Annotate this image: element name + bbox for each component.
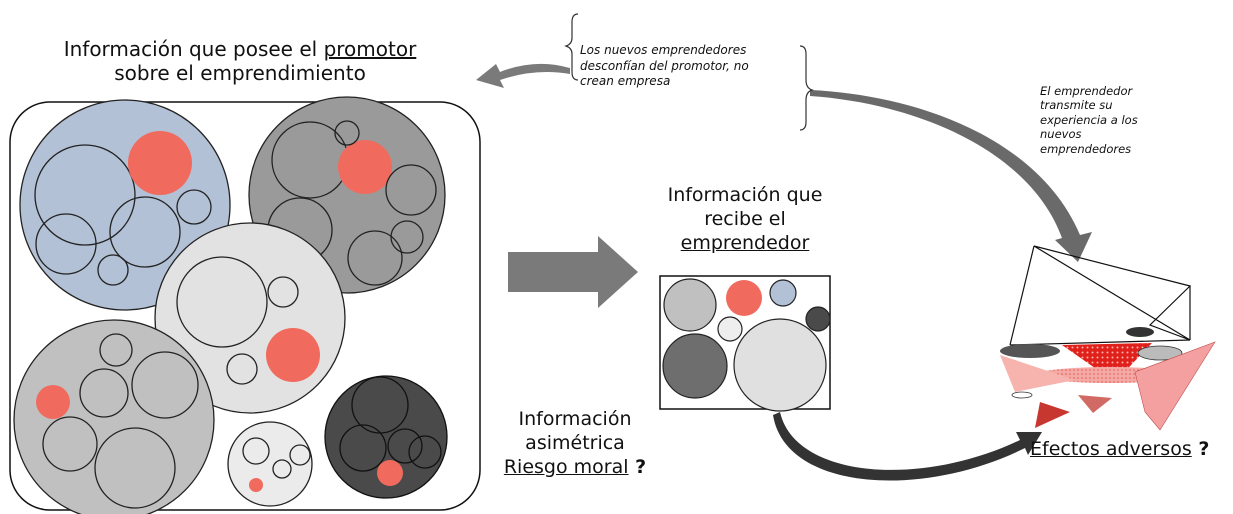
flow-arrow xyxy=(508,236,638,308)
distrust-note-line: desconfían del promotor, no xyxy=(580,58,749,73)
light-gray-cluster xyxy=(154,222,346,414)
receiver-circles xyxy=(662,278,831,412)
asym-line2: asimétrica xyxy=(525,431,625,454)
adverse-effects: Efectos adversos ? xyxy=(1030,438,1230,461)
receiver-title: Información que recibe el emprendedor xyxy=(650,184,840,255)
small-light-cluster xyxy=(227,421,313,507)
brace-2 xyxy=(799,45,814,131)
transmit-note-line: nuevos xyxy=(1040,127,1082,142)
transmit-note-line: transmite su xyxy=(1040,98,1113,113)
receiver-title-line1: Información que xyxy=(667,184,823,206)
promoter-title: Información que posee el promotor sobre … xyxy=(20,37,460,85)
adverse-underlined: Efectos adversos xyxy=(1030,438,1192,460)
asym-line1: Información xyxy=(518,408,632,430)
charcoal-cluster xyxy=(324,375,448,499)
receiver-title-underlined: emprendedor xyxy=(680,231,810,254)
adverse-mark: ? xyxy=(1191,438,1210,460)
adverse-scene xyxy=(1000,245,1216,431)
distrust-note-line: Los nuevos emprendedores xyxy=(580,43,747,57)
receiver-title-line2: recibe el xyxy=(704,207,786,230)
adverse-arrow xyxy=(773,412,1042,481)
asymmetric-info: Información asimétrica Riesgo moral ? xyxy=(485,408,665,479)
asym-mark: ? xyxy=(628,455,647,478)
asym-underlined: Riesgo moral xyxy=(503,455,629,478)
distrust-note-line: crean empresa xyxy=(580,74,671,89)
mid-gray-cluster xyxy=(13,319,215,514)
transmit-note: El emprendedor transmite su experiencia … xyxy=(1040,84,1190,156)
brace-1 xyxy=(564,13,579,81)
promoter-title-underlined: promotor xyxy=(323,37,417,61)
promoter-title-line2: sobre el emprendimiento xyxy=(114,61,366,85)
transmit-note-line: experiencia a los xyxy=(1040,112,1138,127)
experience-arrow xyxy=(810,90,1092,262)
transmit-note-line: El emprendedor xyxy=(1040,84,1133,98)
distrust-note: Los nuevos emprendedores desconfían del … xyxy=(580,43,810,90)
distrust-arrow xyxy=(476,63,570,88)
promoter-title-prefix: Información que posee el xyxy=(63,37,324,61)
transmit-note-line: emprendedores xyxy=(1040,141,1132,156)
